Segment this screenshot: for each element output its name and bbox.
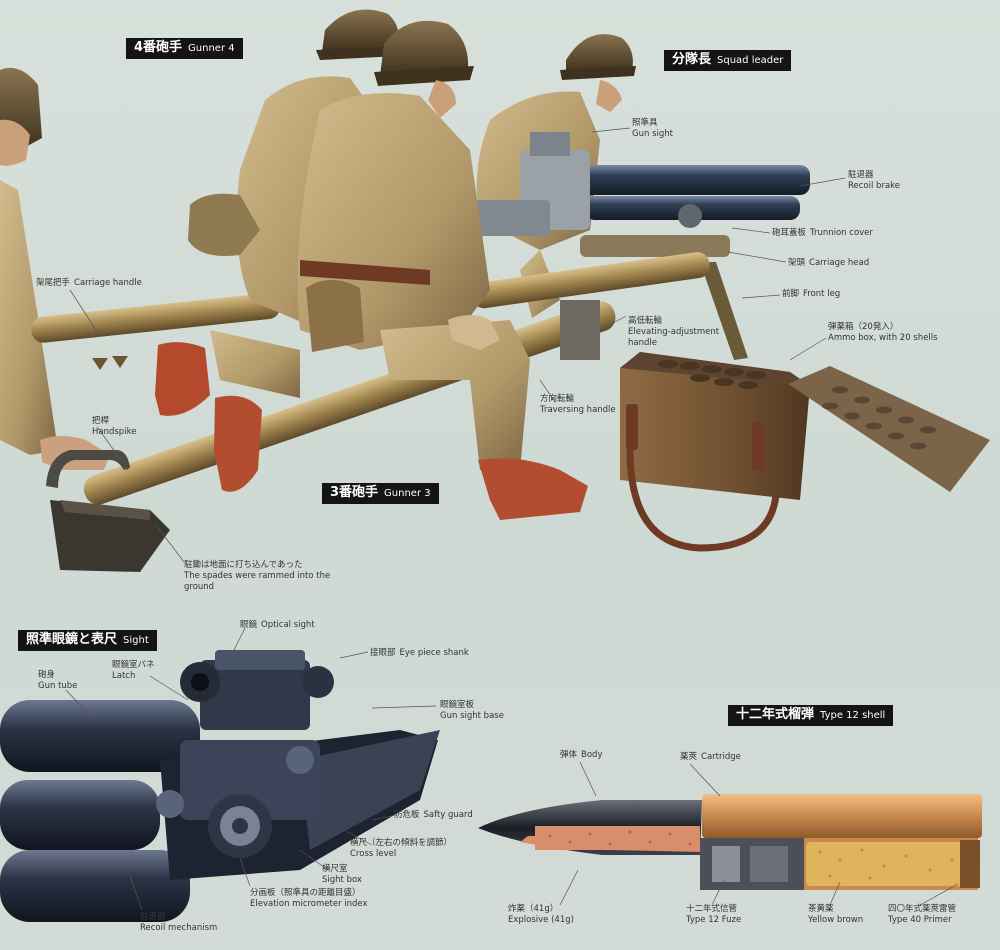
- label-cross-level: 横尺（左右の傾斜を調節）Cross level: [350, 838, 453, 859]
- gun: [470, 132, 810, 360]
- label-ammo-box: 弾薬箱（20発入）Ammo box, with 20 shells: [828, 322, 938, 343]
- label-explosive: 炸薬（41g）Explosive (41g): [508, 904, 574, 925]
- shell-cutaway: [478, 761, 982, 906]
- gun-leader-lines: [69, 127, 846, 563]
- sight-detail: [0, 627, 440, 922]
- left-soldier: [0, 67, 110, 470]
- carriage-upper-trail: [471, 252, 710, 309]
- gunner-3-figure: [297, 20, 588, 520]
- label-elevation-index: 分画板（照準具の距離目盛）Elevation micrometer index: [250, 888, 368, 909]
- ammo-box: [620, 352, 990, 552]
- gun-crew-scene: [0, 9, 990, 572]
- handspike: [31, 293, 281, 370]
